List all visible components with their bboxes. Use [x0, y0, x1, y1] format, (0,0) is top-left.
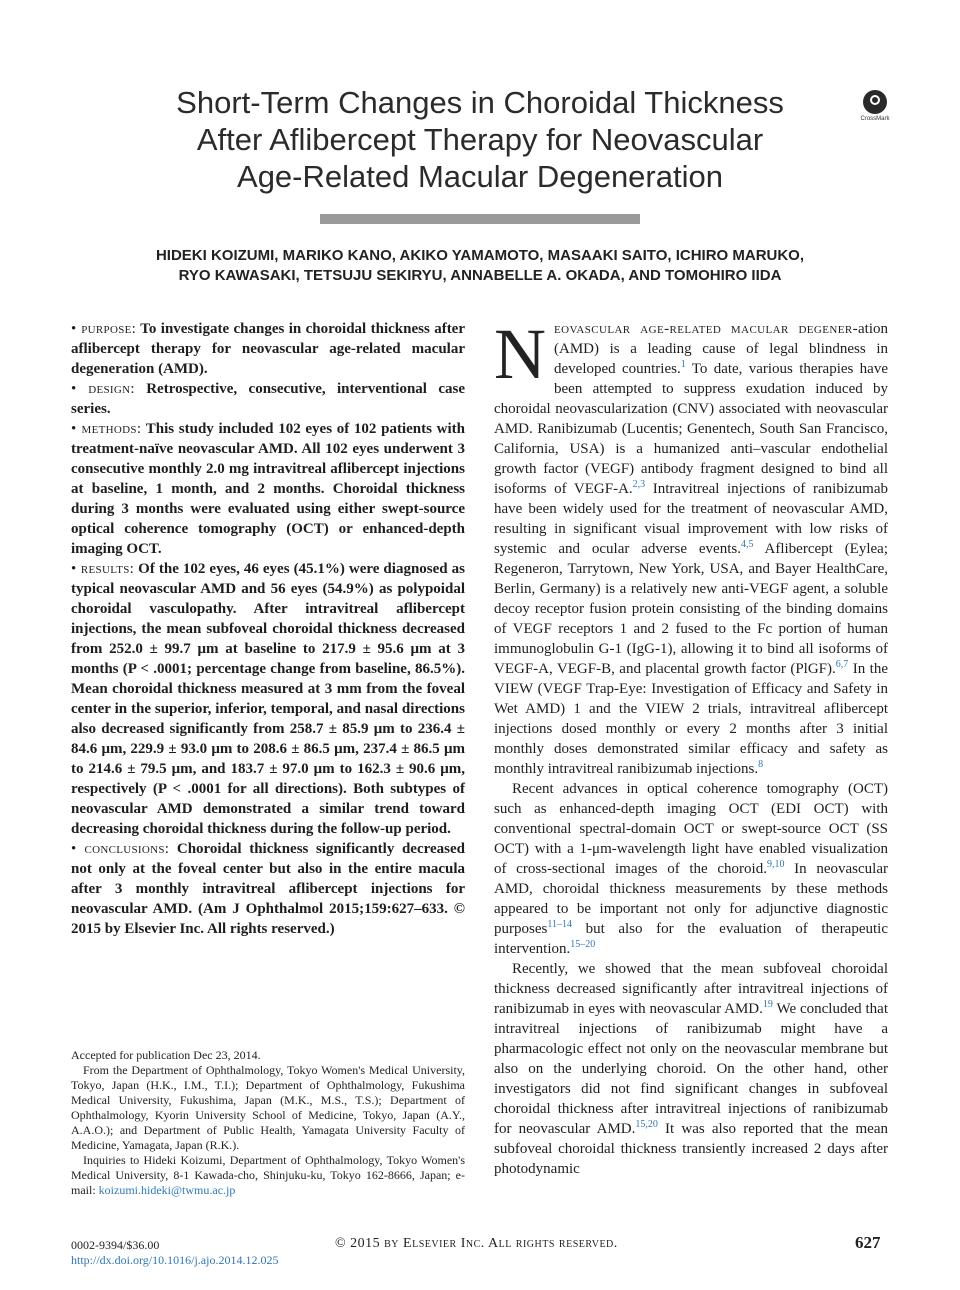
design-label: • design: — [71, 381, 135, 397]
footnotes: Accepted for publication Dec 23, 2014. F… — [71, 1048, 465, 1198]
citation-link[interactable]: 6,7 — [835, 659, 849, 670]
body-text-span: Recent advances in optical coherence tom… — [494, 781, 888, 877]
title-divider — [320, 214, 640, 224]
citation-link[interactable]: 19 — [762, 999, 773, 1010]
accepted-date: Accepted for publication Dec 23, 2014. — [71, 1048, 261, 1062]
methods-text: This study included 102 eyes of 102 pati… — [71, 421, 465, 557]
crossmark-label: CrossMark — [860, 116, 890, 122]
body-text-span: Recently, we showed that the mean subfov… — [494, 961, 888, 1017]
page-number: 627 — [855, 1233, 881, 1252]
body-paragraph-3: Recently, we showed that the mean subfov… — [494, 959, 888, 1179]
abstract: • purpose: To investigate changes in cho… — [71, 319, 465, 939]
affiliations: From the Department of Ophthalmology, To… — [71, 1063, 465, 1152]
abstract-purpose: • purpose: To investigate changes in cho… — [71, 319, 465, 379]
body-text-span: To date, various therapies have been att… — [494, 361, 888, 497]
citation-link[interactable]: 2,3 — [632, 479, 646, 490]
email-link[interactable]: koizumi.hideki@twmu.ac.jp — [98, 1183, 236, 1197]
conclusions-text: Choroidal thickness significantly decrea… — [71, 841, 465, 937]
footer-identifiers: 0002-9394/$36.00 http://dx.doi.org/10.10… — [71, 1238, 278, 1268]
body-paragraph-2: Recent advances in optical coherence tom… — [494, 779, 888, 959]
purpose-text: To investigate changes in choroidal thic… — [71, 321, 466, 377]
purpose-label: • purpose: — [71, 321, 137, 337]
abstract-design: • design: Retrospective, consecutive, in… — [71, 379, 465, 419]
correspondence: Inquiries to Hideki Koizumi, Department … — [71, 1153, 465, 1198]
article-title: Short-Term Changes in Choroidal Thicknes… — [120, 84, 840, 195]
body-text-span: In neovascular AMD, choroidal thickness … — [494, 861, 888, 937]
body-text-span: ation (AMD) is a leading cause of legal … — [554, 321, 888, 377]
author-list: HIDEKI KOIZUMI, MARIKO KANO, AKIKO YAMAM… — [80, 246, 880, 286]
body-text-span: but also for the evaluation of therapeut… — [494, 921, 888, 957]
authors-line-2: RYO KAWASAKI, TETSUJU SEKIRYU, ANNABELLE… — [178, 267, 782, 284]
issn: 0002-9394/$36.00 — [71, 1238, 160, 1252]
body-text-span: It was also reported that the mean subfo… — [494, 1121, 888, 1177]
drop-cap: N — [494, 314, 546, 394]
methods-label: • methods: — [71, 421, 142, 437]
abstract-methods: • methods: This study included 102 eyes … — [71, 419, 465, 559]
inquiries-text: Inquiries to Hideki Koizumi, Department … — [71, 1153, 465, 1197]
title-line-3: Age-Related Macular Degeneration — [237, 159, 723, 194]
authors-line-1: HIDEKI KOIZUMI, MARIKO KANO, AKIKO YAMAM… — [155, 247, 805, 264]
footer-copyright: © 2015 by Elsevier Inc. All rights reser… — [335, 1236, 618, 1251]
abstract-results: • results: Of the 102 eyes, 46 eyes (45.… — [71, 559, 465, 839]
doi-link[interactable]: http://dx.doi.org/10.1016/j.ajo.2014.12.… — [71, 1253, 279, 1267]
citation-link[interactable]: 11–14 — [547, 919, 572, 930]
citation-link[interactable]: 15–20 — [570, 939, 596, 950]
title-line-1: Short-Term Changes in Choroidal Thicknes… — [176, 85, 784, 120]
citation-link[interactable]: 4,5 — [740, 539, 754, 550]
results-text: Of the 102 eyes, 46 eyes (45.1%) were di… — [71, 561, 465, 837]
body-text-span: Aflibercept (Eylea; Regeneron, Tarrytown… — [494, 541, 888, 677]
design-text: Retrospective, consecutive, intervention… — [71, 381, 466, 417]
body-text-span: We concluded that intravitreal injection… — [494, 1001, 888, 1137]
body-text-span: In the VIEW (VEGF Trap-Eye: Investigatio… — [494, 661, 888, 777]
conclusions-label: • conclusions: — [71, 841, 170, 857]
title-line-2: After Aflibercept Therapy for Neovascula… — [196, 122, 764, 157]
lead-in: eovascular age-related macular degener- — [554, 321, 858, 337]
body-text-span: Intravitreal injections of ranibizumab h… — [494, 481, 888, 557]
crossmark-icon — [863, 90, 887, 114]
results-label: • results: — [71, 561, 135, 577]
citation-link[interactable]: 1 — [680, 359, 686, 370]
citation-link[interactable]: 15,20 — [635, 1119, 658, 1130]
abstract-conclusions: • conclusions: Choroidal thickness signi… — [71, 839, 465, 939]
citation-link[interactable]: 9,10 — [766, 859, 785, 870]
citation-link[interactable]: 8 — [758, 759, 764, 770]
crossmark-badge[interactable]: CrossMark — [858, 90, 892, 122]
